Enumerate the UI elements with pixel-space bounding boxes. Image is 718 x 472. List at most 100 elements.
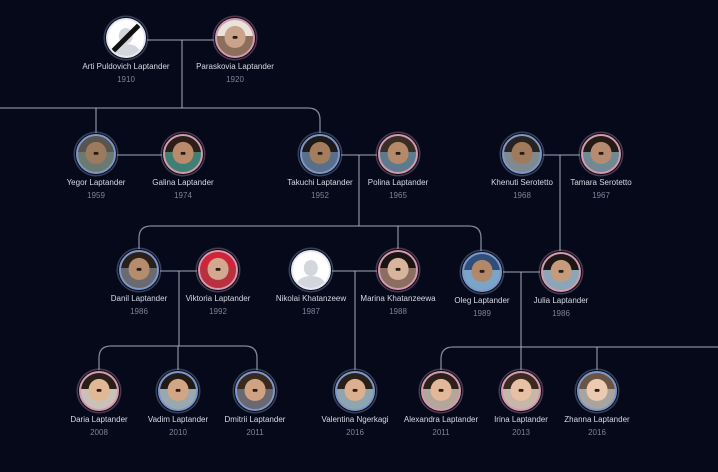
- person-arti[interactable]: Arti Puldovich Laptander 1910: [66, 18, 186, 85]
- avatar-eye: [481, 269, 485, 273]
- person-name: Dmitrii Laptander: [224, 415, 286, 424]
- person-name: Takuchi Laptander: [287, 178, 353, 187]
- person-khenuti[interactable]: Khenuti Serotetto 1968: [462, 134, 582, 201]
- person-julia[interactable]: Julia Laptander 1986: [501, 252, 621, 319]
- avatar[interactable]: [79, 371, 119, 411]
- avatar-face: [586, 378, 608, 401]
- avatar[interactable]: [577, 371, 617, 411]
- avatar[interactable]: [541, 252, 581, 292]
- avatar-eye: [479, 269, 483, 273]
- person-name: Nikolai Khatanzeew: [275, 294, 347, 303]
- avatar[interactable]: [335, 371, 375, 411]
- avatar-eye: [93, 151, 97, 155]
- avatar-face: [128, 257, 150, 280]
- person-name: Alexandra Laptander: [403, 415, 479, 424]
- avatar[interactable]: [198, 250, 238, 290]
- avatar-eye: [136, 267, 140, 271]
- avatar[interactable]: [501, 371, 541, 411]
- avatar-eye: [395, 267, 399, 271]
- person-valentina[interactable]: Valentina Ngerkagi 2016: [295, 371, 415, 438]
- person-name: Paraskovia Laptander: [196, 62, 274, 71]
- avatar[interactable]: [462, 252, 502, 292]
- person-birth-year: 1974: [174, 191, 192, 200]
- person-paraskovia[interactable]: Paraskovia Laptander 1920: [175, 18, 295, 85]
- avatar-face: [430, 378, 452, 401]
- avatar[interactable]: [158, 371, 198, 411]
- person-dmitrii[interactable]: Dmitrii Laptander 2011: [195, 371, 315, 438]
- person-name: Galina Laptander: [152, 178, 214, 187]
- avatar-eye: [317, 151, 321, 155]
- avatar-eye: [598, 151, 602, 155]
- avatar-face: [550, 259, 572, 282]
- avatar[interactable]: [378, 134, 418, 174]
- person-name: Arti Puldovich Laptander: [82, 62, 170, 71]
- avatar-eye: [234, 35, 238, 39]
- silhouette-head: [303, 259, 319, 276]
- person-alexandra[interactable]: Alexandra Laptander 2011: [381, 371, 501, 438]
- person-name: Tamara Serotetto: [570, 178, 632, 187]
- person-name: Vadim Laptander: [147, 415, 209, 424]
- person-birth-year: 2011: [246, 428, 264, 437]
- person-galina[interactable]: Galina Laptander 1974: [123, 134, 243, 201]
- person-birth-year: 2016: [346, 428, 364, 437]
- avatar[interactable]: [163, 134, 203, 174]
- silhouette-icon[interactable]: [291, 250, 331, 290]
- person-irina[interactable]: Irina Laptander 2013: [461, 371, 581, 438]
- person-name: Irina Laptander: [494, 415, 548, 424]
- avatar[interactable]: [235, 371, 275, 411]
- avatar-face: [207, 257, 229, 280]
- avatar-eye: [215, 267, 219, 271]
- avatar-eye: [138, 267, 142, 271]
- avatar[interactable]: [502, 134, 542, 174]
- avatar-eye: [600, 151, 604, 155]
- person-birth-year: 2011: [432, 428, 450, 437]
- avatar[interactable]: [581, 134, 621, 174]
- person-birth-year: 1968: [513, 191, 531, 200]
- avatar-face: [167, 378, 189, 401]
- person-birth-year: 2013: [512, 428, 530, 437]
- avatar[interactable]: [378, 250, 418, 290]
- avatar-face: [590, 141, 612, 164]
- avatar-face: [224, 25, 246, 48]
- person-name: Valentina Ngerkagi: [321, 415, 389, 424]
- person-birth-year: 1992: [209, 307, 227, 316]
- avatar[interactable]: [300, 134, 340, 174]
- avatar-face: [244, 378, 266, 401]
- connector: [138, 225, 482, 252]
- person-birth-year: 1986: [552, 309, 570, 318]
- avatar-eye: [177, 388, 181, 392]
- person-name: Julia Laptander: [533, 296, 589, 305]
- silhouette-mourning-icon[interactable]: [106, 18, 146, 58]
- avatar[interactable]: [421, 371, 461, 411]
- avatar-face: [511, 141, 533, 164]
- silhouette-shoulders: [111, 44, 141, 56]
- avatar[interactable]: [76, 134, 116, 174]
- avatar[interactable]: [215, 18, 255, 58]
- avatar-face: [309, 141, 331, 164]
- avatar-eye: [596, 388, 600, 392]
- avatar-face: [387, 257, 409, 280]
- avatar-eye: [175, 388, 179, 392]
- person-name: Polina Laptander: [367, 178, 429, 187]
- person-birth-year: 2008: [90, 428, 108, 437]
- avatar-eye: [438, 388, 442, 392]
- avatar-face: [85, 141, 107, 164]
- person-name: Khenuti Serotetto: [491, 178, 553, 187]
- person-birth-year: 1920: [226, 75, 244, 84]
- person-birth-year: 1910: [117, 75, 135, 84]
- avatar[interactable]: [119, 250, 159, 290]
